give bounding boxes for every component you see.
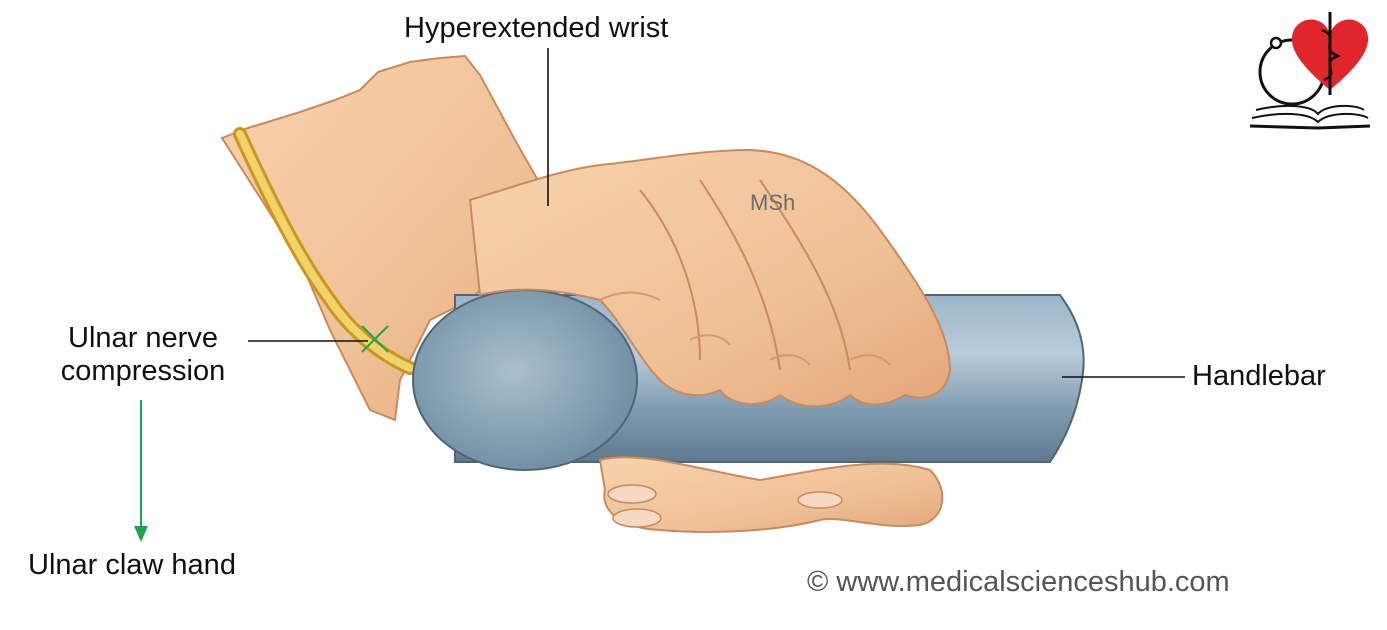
claw-hand-arrow: [134, 400, 148, 542]
handlebar-end-cap: [412, 289, 638, 471]
compression-x-mark: [361, 325, 389, 353]
ulnar-nerve-label-line2: compression: [60, 355, 226, 387]
fingertips: [598, 456, 944, 533]
handlebar-label: Handlebar: [1192, 360, 1326, 392]
copyright-text: © www.medicalscienceshub.com: [807, 566, 1230, 598]
ulnar-claw-hand-label: Ulnar claw hand: [28, 549, 236, 581]
ulnar-nerve-compression-label: Ulnar nerve compression: [48, 322, 238, 388]
hand: [468, 148, 952, 408]
hyperextended-wrist-label: Hyperextended wrist: [404, 12, 669, 44]
ulnar-nerve-label-line1: Ulnar nerve: [68, 322, 218, 354]
watermark-text: MSh: [750, 190, 796, 215]
medical-logo: [1249, 12, 1371, 130]
forearm: [220, 54, 550, 422]
